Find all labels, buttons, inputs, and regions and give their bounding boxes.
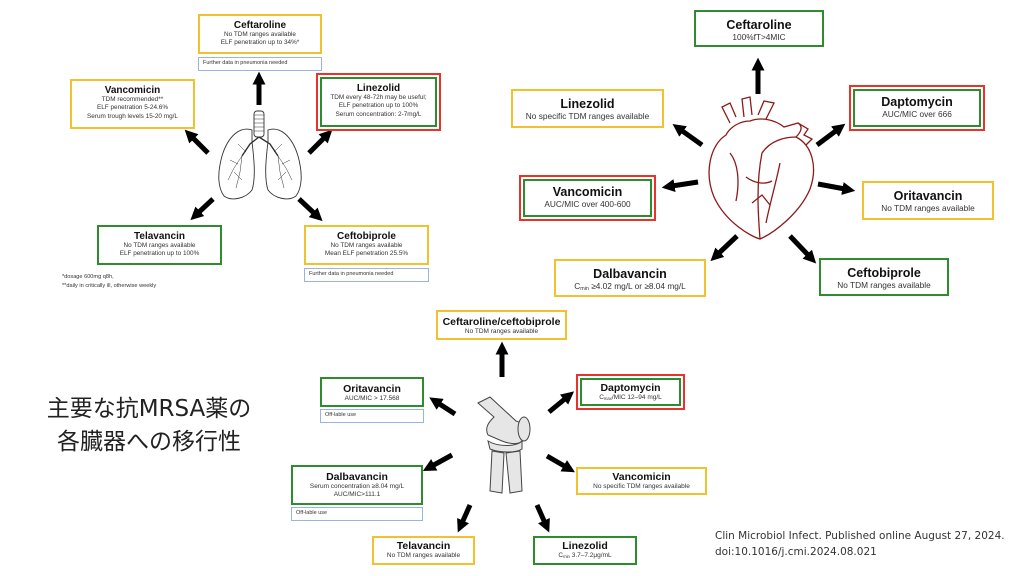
arrow-bone-vancomicin [545,453,576,473]
bone-oritavancin-note: Off-lable use [320,409,424,423]
drug-name: Ceftaroline [233,20,287,31]
arrow-bone-telavancin [457,503,473,533]
bone-vancomicin-box: Vancomicin No specific TDM ranges availa… [576,467,707,495]
bone-ceftaroline-ceftobiprole-box: Ceftaroline/ceftobiprole No TDM ranges a… [436,310,567,340]
lung-ceftobiprole-note: Further data in pneumonia needed [304,268,429,282]
arrow-heart-daptomycin [815,123,846,147]
arrow-bone-linezolid [534,503,550,533]
lung-footnotes: *dosage 600mg q8h, **daily in critically… [62,274,157,289]
lung-ceftaroline-box: Ceftaroline No TDM ranges available ELF … [198,14,322,54]
slide-title: 主要な抗MRSA薬の 各臓器への移行性 [46,396,252,456]
bone-daptomycin-box: Daptomycin Cmax/MIC 12–94 mg/L [576,374,685,410]
arrow-heart-linezolid [672,123,704,148]
lung-linezolid-box: Linezolid TDM every 48-72h may be useful… [316,73,441,131]
heart-linezolid-box: Linezolid No specific TDM ranges availab… [511,89,664,128]
arrow-heart-oritavancin [817,181,856,195]
knee-joint-icon [477,396,531,494]
heart-oritavancin-box: Oritavancin No TDM ranges available [862,181,994,220]
heart-dalbavancin-box: Dalbavancin Cmin ≥4.02 mg/L or ≥8.04 mg/… [554,259,706,297]
heart-ceftobiprole-box: Ceftobiprole No TDM ranges available [819,258,949,296]
arrow-lung-vancomicin [184,129,210,155]
lung-icon [218,110,302,200]
lung-ceftobiprole-box: Ceftobiprole No TDM ranges available Mea… [304,225,429,265]
bone-telavancin-box: Telavancin No TDM ranges available [372,536,475,565]
arrow-heart-dalbavancin [710,234,739,262]
bone-dalbavancin-note: Off-lable use [291,507,423,521]
arrow-bone-daptomycin [547,391,575,414]
lung-telavancin-box: Telavancin No TDM ranges available ELF p… [97,225,222,265]
heart-ceftaroline-box: Ceftaroline 100%fT>4MIC [694,10,824,47]
arrow-lung-linezolid [307,129,333,155]
bone-dalbavancin-box: Dalbavancin Serum concentration ≥8.04 mg… [291,465,423,505]
bone-oritavancin-box: Oritavancin AUC/MIC > 17.568 [320,377,424,407]
heart-daptomycin-box: Daptomycin AUC/MIC over 666 [849,85,985,131]
citation: Clin Microbiol Infect. Published online … [715,530,1005,559]
arrow-heart-vancomicin [661,179,699,193]
bone-linezolid-box: Linezolid Cmin 3.7–7.2μg/mL [533,536,637,565]
heart-icon [708,96,815,240]
arrow-bone-oritavancin [429,397,457,417]
heart-vancomicin-box: Vancomicin AUC/MIC over 400-600 [519,175,656,221]
arrow-heart-ceftobiprole [788,234,817,264]
lung-ceftaroline-note: Further data in pneumonia needed [198,57,322,71]
arrow-lung-ceftobiprole [297,197,323,222]
lung-vancomicin-box: Vancomicin TDM recommended** ELF penetra… [70,79,195,129]
arrow-bone-dalbavancin [422,452,454,472]
arrow-lung-telavancin [190,197,215,221]
